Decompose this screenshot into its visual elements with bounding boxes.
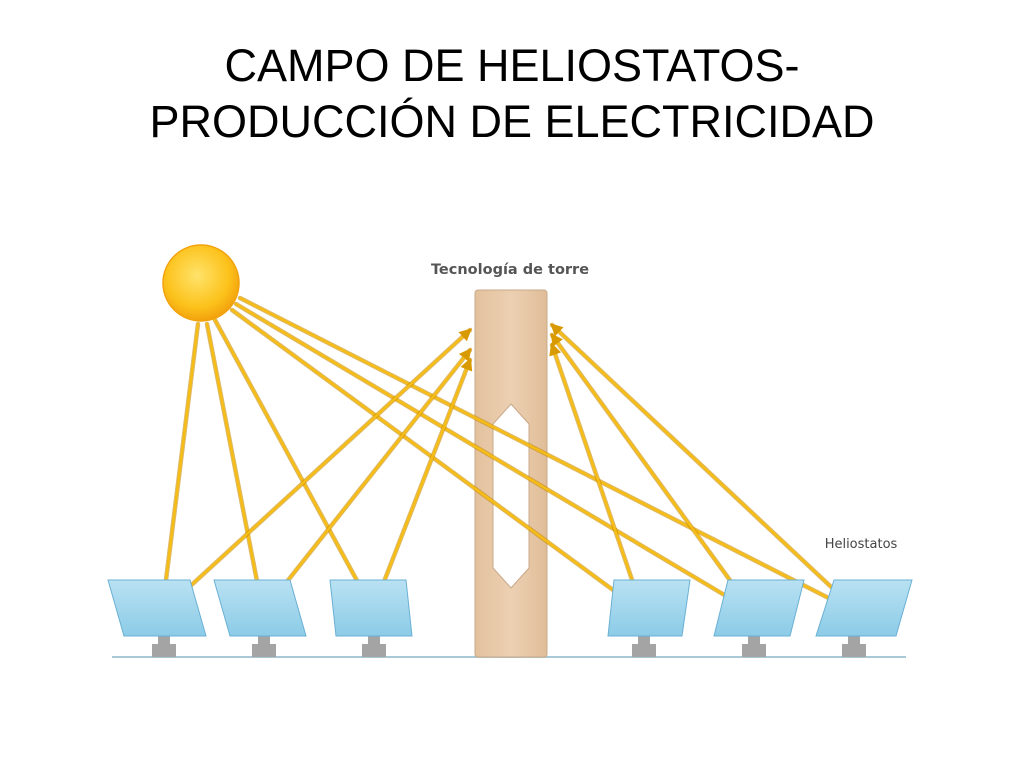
heliostat-6 — [815, 579, 913, 657]
heliostat-4 — [607, 579, 691, 657]
heliostats-label: Heliostatos — [825, 537, 898, 552]
heliostat-1 — [107, 579, 207, 657]
reflected-rays — [159, 322, 863, 617]
slide-title-line-2: PRODUCCIÓN DE ELECTRICIDAD — [149, 96, 875, 147]
incoming-rays — [159, 295, 863, 617]
solar-tower — [474, 289, 548, 658]
heliostat-3 — [329, 579, 413, 657]
slide-title: CAMPO DE HELIOSTATOS- PRODUCCIÓN DE ELEC… — [0, 38, 1024, 150]
tower-receiver-window — [492, 403, 530, 589]
tower-technology-label: Tecnología de torre — [431, 262, 589, 278]
slide-title-line-1: CAMPO DE HELIOSTATOS- — [224, 40, 800, 91]
heliostat-5 — [713, 579, 805, 657]
sun-icon — [162, 244, 240, 322]
heliostat-2 — [213, 579, 307, 657]
